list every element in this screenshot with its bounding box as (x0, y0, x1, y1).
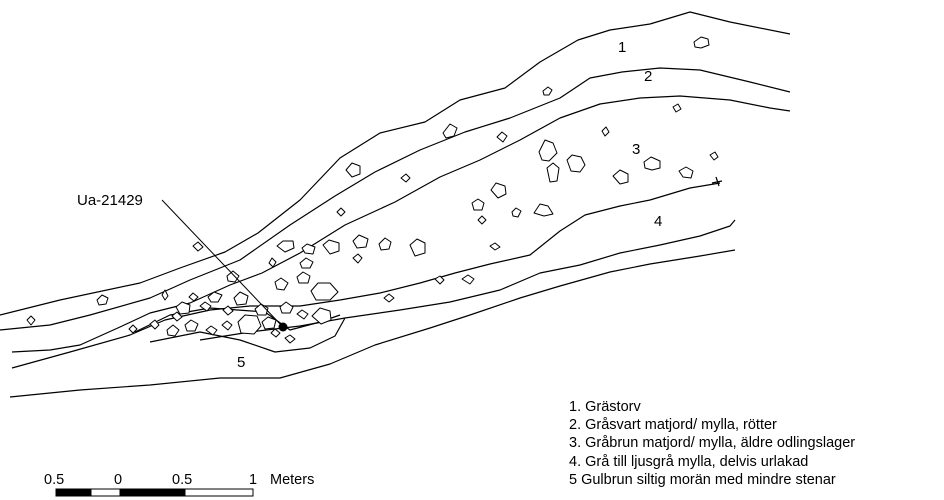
line-end-mark (711, 176, 723, 187)
legend-item-1: 1. Grästorv (569, 399, 641, 415)
scale-segment (119, 488, 186, 497)
scale-segment (184, 488, 254, 497)
stone (336, 207, 346, 217)
stone (601, 126, 610, 137)
scale-tick-label: 0.5 (44, 472, 64, 488)
stones-group (26, 36, 719, 344)
stone (274, 277, 289, 291)
stone (166, 324, 180, 337)
stone (400, 173, 411, 183)
boundary-2-3-line (11, 95, 791, 353)
stone (205, 325, 218, 336)
stone (643, 156, 661, 171)
stone (378, 237, 392, 251)
stone (672, 103, 682, 113)
stone (184, 319, 199, 332)
ground-surface-line (0, 11, 791, 316)
stone (268, 257, 277, 268)
legend-item-2: 2. Gråsvart matjord/ mylla, rötter (569, 417, 777, 434)
lens-bottom-line (149, 317, 346, 353)
legend: 1. Grästorv 2. Gråsvart matjord/ mylla, … (569, 398, 855, 489)
stone (299, 257, 314, 269)
stone (612, 169, 629, 185)
stone (276, 240, 295, 253)
stone (96, 294, 109, 306)
stone (192, 241, 204, 252)
layer-number-1: 1 (618, 39, 626, 56)
legend-item-3: 3. Gråbrun matjord/ mylla, äldre odlings… (569, 435, 856, 452)
sample-label: Ua-21429 (77, 192, 143, 209)
stone (477, 215, 487, 225)
stone (161, 289, 169, 301)
stone (345, 162, 361, 178)
layer-number-4: 4 (654, 213, 662, 230)
stone (296, 271, 311, 284)
scale-unit-label: Meters (270, 472, 314, 488)
stone (199, 301, 212, 312)
stone (542, 86, 553, 96)
stone (270, 328, 281, 338)
scale-tick-label: 1 (249, 472, 257, 488)
stone (207, 291, 223, 303)
legend-item-5: 5 Gulbrun siltig morän med mindre stenar (569, 471, 836, 488)
stone (471, 198, 485, 211)
boundary-1-2-line (0, 67, 791, 331)
stone (490, 182, 507, 199)
stone (546, 162, 560, 183)
stone (352, 253, 363, 264)
boundary-4-5-line (199, 219, 736, 341)
stone (128, 324, 138, 334)
sample-point-marker (278, 322, 288, 332)
stone (434, 275, 445, 285)
stone (284, 334, 296, 344)
stone (511, 207, 522, 218)
scale-tick-label: 0 (114, 472, 122, 488)
stone (538, 139, 558, 162)
stone (221, 320, 233, 331)
stone (254, 303, 269, 316)
base-line (9, 249, 736, 398)
stone (188, 292, 199, 302)
stone (26, 315, 36, 326)
stone (175, 301, 191, 315)
stone (461, 274, 475, 285)
boundary-3-4-line (11, 182, 721, 369)
layer-number-3: 3 (632, 141, 640, 158)
stone (322, 239, 340, 255)
stone (383, 293, 395, 303)
legend-item-4: 4. Grå till ljusgrå mylla, delvis urlaka… (569, 453, 809, 470)
stone (261, 316, 277, 330)
stone (311, 307, 332, 325)
stone (709, 151, 719, 161)
stone (533, 203, 554, 217)
stone (566, 154, 586, 173)
stone (678, 166, 694, 179)
stone (233, 291, 249, 306)
stone (489, 242, 501, 251)
scale-segment (90, 488, 121, 497)
stone (409, 238, 426, 257)
stone (149, 319, 160, 330)
stone (301, 243, 316, 255)
stone (496, 131, 508, 143)
sample-leader-line (161, 199, 283, 327)
stone (171, 311, 183, 322)
layer-number-2: 2 (644, 68, 652, 85)
stone (296, 309, 309, 320)
scale-tick-label: 0.5 (172, 472, 192, 488)
stone (442, 123, 458, 139)
stone (237, 314, 262, 335)
stone (693, 36, 710, 49)
stone (222, 305, 234, 316)
stone (226, 270, 240, 283)
scale-segment (55, 488, 92, 497)
layer-number-5: 5 (237, 354, 245, 371)
stone (352, 234, 369, 249)
stone (279, 301, 294, 314)
stone (310, 282, 339, 301)
scale-bar: 0.5 0 0.5 1 Meters (44, 472, 314, 497)
